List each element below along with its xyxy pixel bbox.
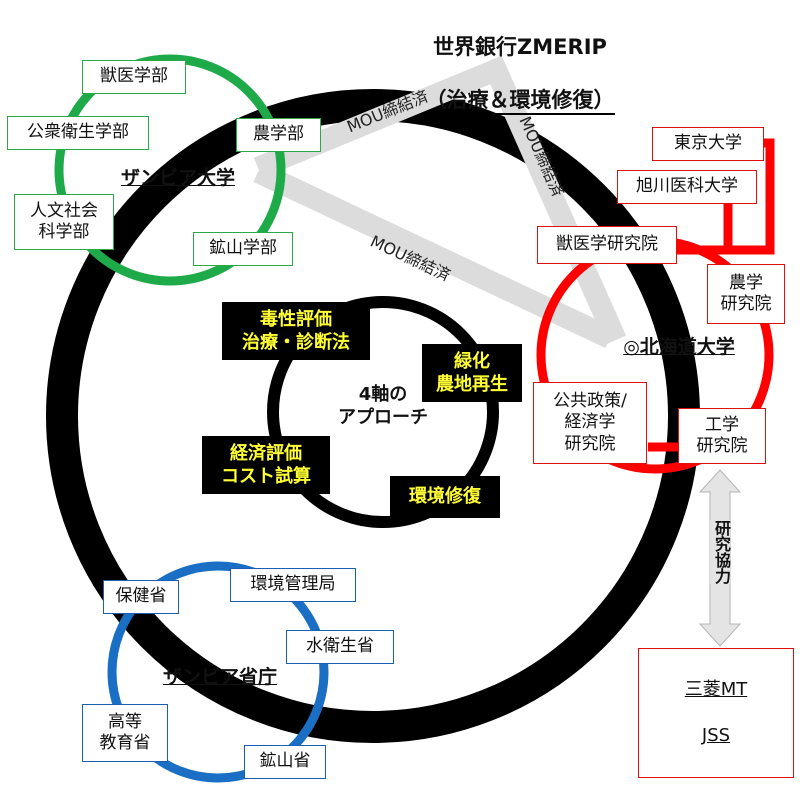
ministry-mines: 鉱山省 [244, 745, 326, 779]
axis-toxicity: 毒性評価 治療・診断法 [222, 302, 370, 360]
school-public-policy-economics: 公共政策/ 経済学 研究院 [533, 382, 647, 464]
hokkaido-university-title: ◎北海道大学 [623, 336, 735, 358]
axis-economic: 経済評価 コスト試算 [202, 436, 330, 494]
school-engineering: 工学 研究院 [678, 408, 766, 464]
inner-ring [267, 296, 499, 528]
zambia-university-ring [54, 54, 286, 286]
faculty-humanities-social: 人文社会 科学部 [14, 194, 114, 250]
axis-greening: 緑化 農地再生 [422, 344, 522, 402]
axis-remediation: 環境修復 [390, 476, 500, 518]
partner-tokyo-university: 東京大学 [652, 127, 764, 161]
zambia-ministries-ring [107, 561, 329, 783]
faculty-agriculture: 農学部 [236, 118, 321, 152]
company-mitsubishi-mt: 三菱MT [684, 678, 748, 700]
collaboration-label: 研究協力 [710, 520, 731, 584]
partner-asahikawa-medical: 旭川医科大学 [617, 170, 757, 204]
environmental-management-agency: 環境管理局 [230, 568, 356, 602]
zambia-ministries-title: ザンビア省庁 [162, 666, 277, 688]
collaboration-companies-box: 三菱MT JSS [638, 648, 794, 778]
program-title: 世界銀行ZMERIP （治療＆環境修復） [400, 8, 640, 115]
program-title-line2: （治療＆環境修復） [425, 87, 615, 115]
center-approach-label: 4軸の アプローチ [338, 384, 428, 428]
company-jss: JSS [701, 724, 731, 746]
ministry-health: 保健省 [103, 580, 179, 614]
ministry-higher-education: 高等 教育省 [82, 704, 168, 762]
tokyo-connector [724, 138, 775, 255]
faculty-mining: 鉱山学部 [193, 232, 293, 266]
faculty-public-health: 公衆衛生学部 [7, 116, 149, 150]
faculty-veterinary: 獣医学部 [82, 60, 186, 94]
school-veterinary: 獣医学研究院 [537, 226, 677, 264]
zambia-university-title: ザンビア大学 [120, 167, 235, 189]
ministry-water-sanitation: 水衛生省 [286, 630, 394, 664]
school-agriculture: 農学 研究院 [707, 264, 785, 324]
program-title-line1: 世界銀行ZMERIP [433, 35, 607, 60]
